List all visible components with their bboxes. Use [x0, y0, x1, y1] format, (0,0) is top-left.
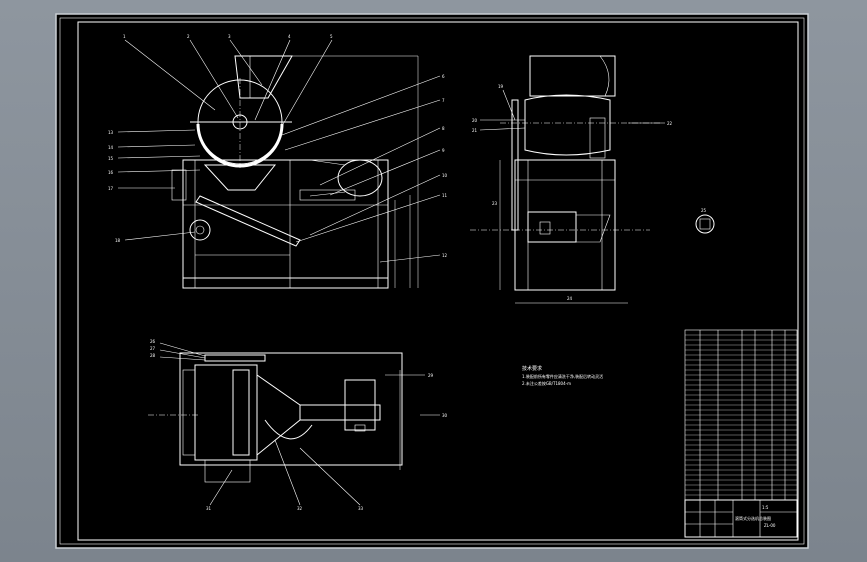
balloon-9: 9 — [442, 148, 445, 153]
balloon-3: 3 — [228, 34, 231, 39]
technical-notes: 技术要求 1.装配前所有零件应清洗干净,装配后转动灵活 2.未注公差按GB/T1… — [522, 365, 603, 386]
balloon-33: 33 — [358, 506, 364, 511]
balloon-10: 10 — [442, 173, 448, 178]
balloon-4: 4 — [288, 34, 291, 39]
balloon-13: 13 — [108, 130, 114, 135]
balloon-20: 20 — [472, 118, 478, 123]
balloon-11: 11 — [442, 193, 448, 198]
note-line-2: 2.未注公差按GB/T1804-m — [522, 380, 571, 386]
note-heading: 技术要求 — [522, 365, 542, 372]
balloon-32: 32 — [297, 506, 303, 511]
balloon-30: 30 — [442, 413, 448, 418]
balloon-16: 16 — [108, 170, 114, 175]
balloon-29: 29 — [428, 373, 434, 378]
title-block-name: 滚筒式分选机总装图 — [735, 515, 771, 521]
title-block: 滚筒式分选机总装图 1:5 ZL-00 — [684, 499, 798, 538]
balloon-15: 15 — [108, 156, 114, 161]
balloon-8: 8 — [442, 126, 445, 131]
outer-border — [59, 17, 805, 545]
balloon-26: 26 — [150, 339, 156, 344]
balloon-7: 7 — [442, 98, 445, 103]
balloon-14: 14 — [108, 145, 114, 150]
balloon-22: 22 — [667, 121, 673, 126]
balloon-23: 23 — [492, 201, 498, 206]
balloon-2: 2 — [187, 34, 190, 39]
balloon-28: 28 — [150, 353, 156, 358]
balloon-5: 5 — [330, 34, 333, 39]
balloon-6: 6 — [442, 74, 445, 79]
balloon-24: 24 — [567, 296, 573, 301]
balloon-17: 17 — [108, 186, 114, 191]
inner-frame — [77, 21, 799, 541]
balloon-12: 12 — [442, 253, 448, 258]
balloon-25: 25 — [701, 208, 707, 213]
balloon-21: 21 — [472, 128, 478, 133]
balloon-19: 19 — [498, 84, 504, 89]
balloon-31: 31 — [206, 506, 212, 511]
title-block-scale: 1:5 — [762, 505, 769, 510]
balloon-27: 27 — [150, 346, 156, 351]
balloon-18: 18 — [115, 238, 121, 243]
balloon-1: 1 — [123, 34, 126, 39]
drawing-sheet — [55, 13, 809, 549]
note-line-1: 1.装配前所有零件应清洗干净,装配后转动灵活 — [522, 373, 603, 379]
side-view: 19 20 21 22 23 24 25 — [470, 55, 715, 304]
title-block-drawing-number: ZL-00 — [764, 523, 776, 528]
plan-view: 26 27 28 29 30 31 32 33 — [148, 339, 448, 511]
parts-list — [684, 329, 798, 501]
front-view: 1 2 3 4 5 6 7 8 9 10 11 12 13 14 15 16 1… — [108, 34, 448, 289]
